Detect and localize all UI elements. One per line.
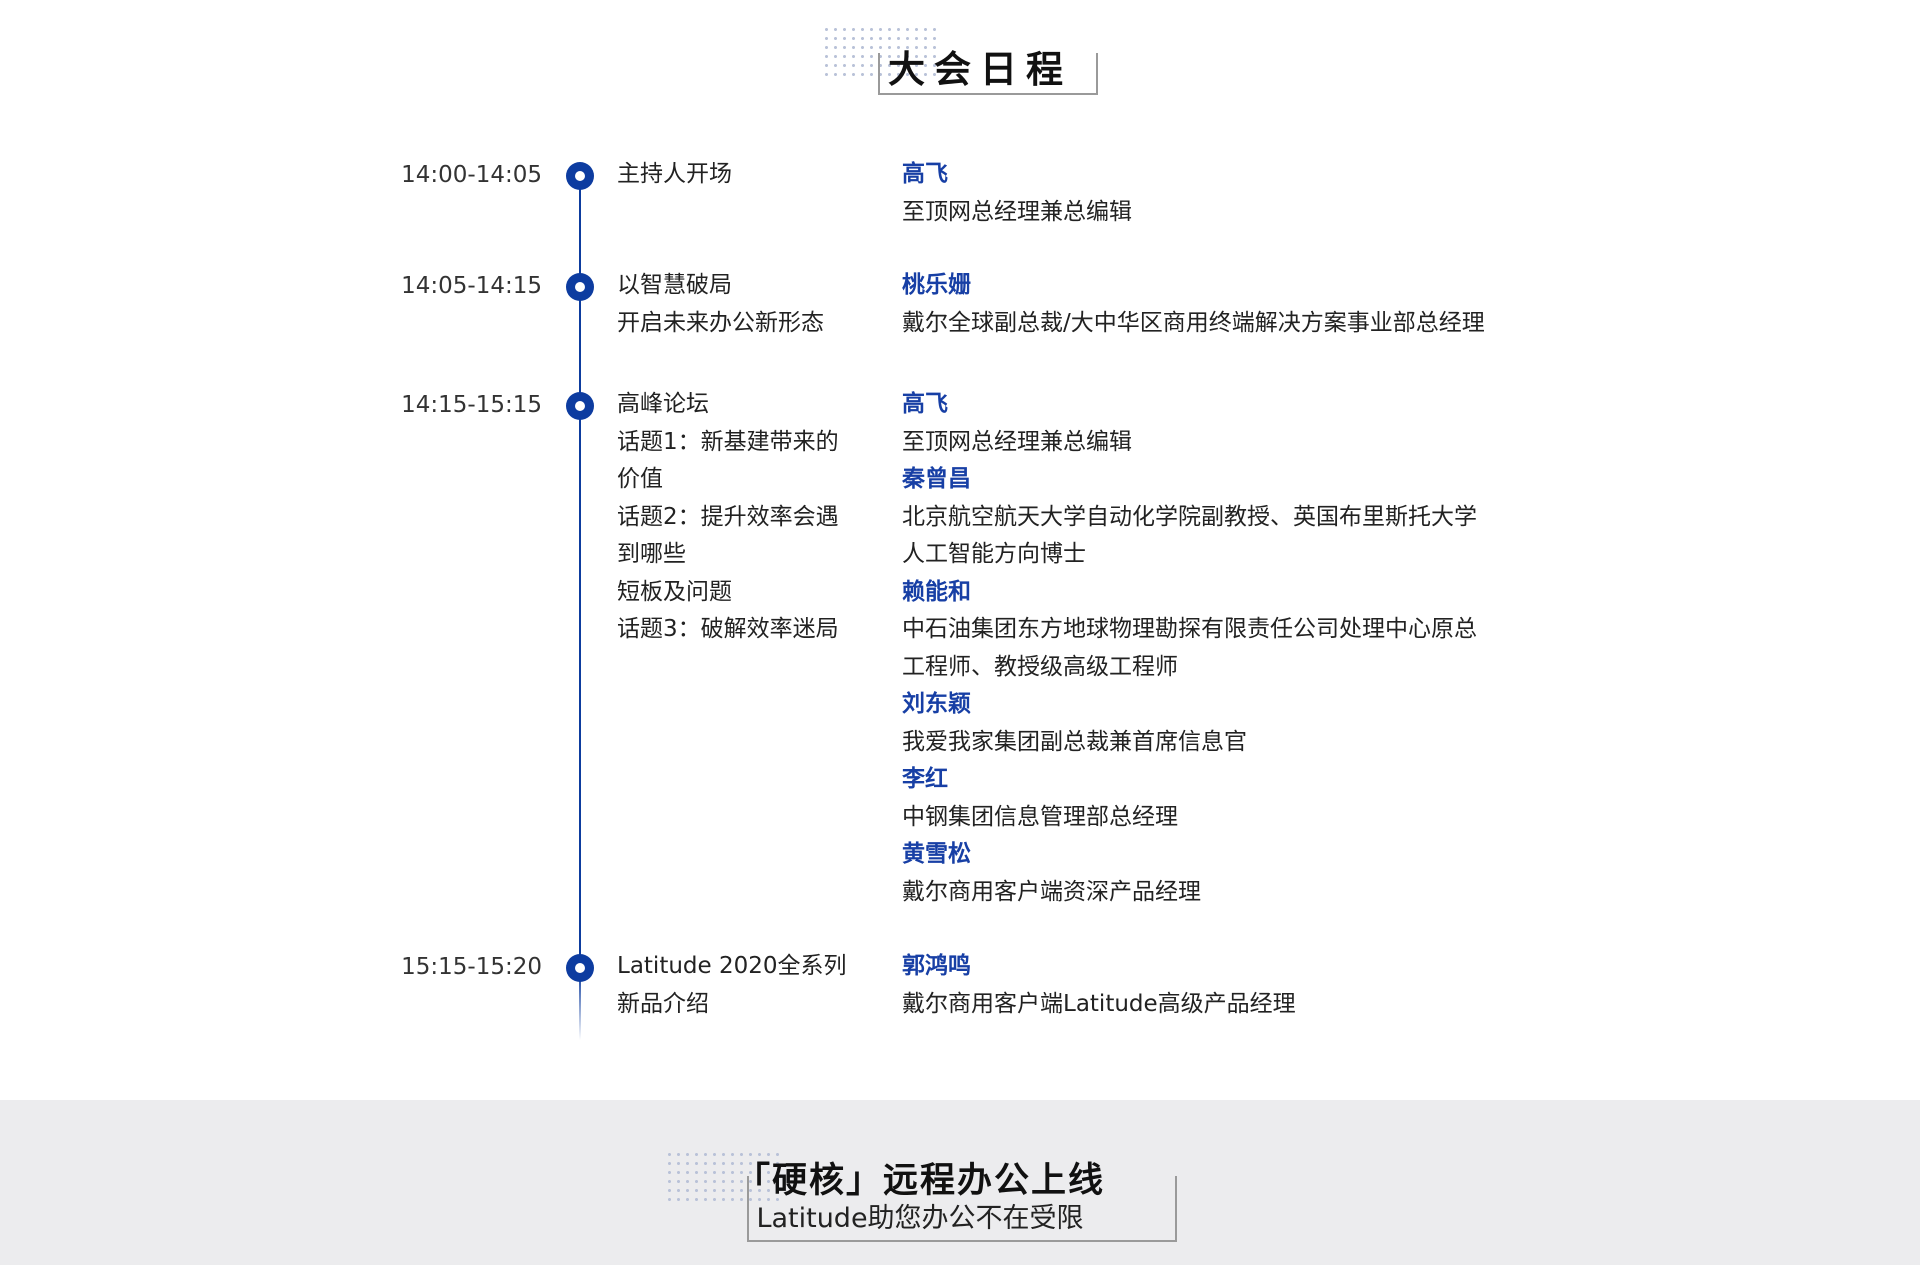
topic-line: 价值: [617, 466, 663, 492]
footer-headline: 「硬核」远程办公上线: [734, 1161, 1105, 1201]
timeline-node-icon: [566, 273, 594, 301]
dot-pattern-decoration: [665, 1150, 779, 1204]
speaker-name: 郭鸿鸣: [902, 953, 971, 979]
speaker-title: 人工智能方向博士: [902, 541, 1086, 567]
topic-line: 以智慧破局: [617, 272, 732, 298]
page-title: 大会日程: [888, 48, 1072, 91]
topic-line: Latitude 2020全系列: [617, 953, 847, 979]
footer-frame: [747, 1176, 1177, 1242]
speaker-name: 李红: [902, 766, 948, 792]
title-frame: [878, 53, 1098, 95]
speaker-title: 戴尔商用客户端资深产品经理: [902, 878, 1201, 905]
topic-line: 话题3：破解效率迷局: [617, 616, 839, 642]
footer-subline: Latitude助您办公不在受限: [756, 1203, 1084, 1234]
topic-line: 话题1：新基建带来的: [617, 428, 839, 455]
speaker-name: 秦曾昌: [902, 466, 971, 492]
speaker-name: 桃乐姗: [902, 272, 971, 298]
speaker-title: 我爱我家集团副总裁兼首席信息官: [902, 728, 1247, 755]
topic-line: 开启未来办公新形态: [617, 309, 824, 336]
speaker-list: 桃乐姗戴尔全球副总裁/大中华区商用终端解决方案事业部总经理: [902, 267, 1522, 342]
speaker-list: 高飞至顶网总经理兼总编辑秦曾昌北京航空航天大学自动化学院副教授、英国布里斯托大学…: [902, 386, 1522, 911]
topic-line: 到哪些: [617, 541, 686, 567]
speaker-title: 工程师、教授级高级工程师: [902, 653, 1178, 680]
speaker-name: 高飞: [902, 161, 948, 187]
speaker-title: 北京航空航天大学自动化学院副教授、英国布里斯托大学: [902, 503, 1477, 530]
timeline-node-icon: [566, 162, 594, 190]
footer-banner: [0, 1100, 1920, 1265]
speaker-name: 刘东颖: [902, 691, 971, 717]
agenda-time: 14:15-15:15: [401, 392, 542, 418]
agenda-time: 15:15-15:20: [401, 954, 542, 980]
speaker-list: 高飞至顶网总经理兼总编辑: [902, 156, 1522, 231]
topic-line: 主持人开场: [617, 161, 732, 187]
timeline-node-icon: [566, 392, 594, 420]
agenda-time: 14:05-14:15: [401, 273, 542, 299]
speaker-title: 戴尔全球副总裁/大中华区商用终端解决方案事业部总经理: [902, 309, 1485, 336]
speaker-title: 至顶网总经理兼总编辑: [902, 428, 1132, 455]
agenda-topic: 高峰论坛话题1：新基建带来的价值话题2：提升效率会遇到哪些短板及问题话题3：破解…: [617, 386, 847, 649]
speaker-name: 赖能和: [902, 578, 971, 605]
topic-line: 新品介绍: [617, 990, 709, 1017]
footer-slogan: 「硬核」远程办公上线 Latitude助您办公不在受限: [665, 1150, 1177, 1242]
section-title: 大会日程: [822, 25, 1098, 97]
speaker-name: 黄雪松: [902, 841, 971, 867]
timeline-line: [579, 174, 581, 1040]
topic-line: 高峰论坛: [617, 391, 709, 417]
topic-line: 话题2：提升效率会遇: [617, 503, 839, 530]
timeline-node-icon: [566, 954, 594, 982]
topic-line: 短板及问题: [617, 578, 732, 605]
agenda-time: 14:00-14:05: [401, 162, 542, 188]
agenda-topic: Latitude 2020全系列新品介绍: [617, 948, 847, 1023]
speaker-list: 郭鸿鸣戴尔商用客户端Latitude高级产品经理: [902, 948, 1522, 1023]
speaker-title: 中石油集团东方地球物理勘探有限责任公司处理中心原总: [902, 616, 1477, 642]
speaker-title: 至顶网总经理兼总编辑: [902, 198, 1132, 225]
speaker-title: 中钢集团信息管理部总经理: [902, 803, 1178, 830]
speaker-title: 戴尔商用客户端Latitude高级产品经理: [902, 990, 1296, 1017]
speaker-name: 高飞: [902, 391, 948, 417]
agenda-topic: 以智慧破局开启未来办公新形态: [617, 267, 847, 342]
agenda-topic: 主持人开场: [617, 156, 847, 194]
